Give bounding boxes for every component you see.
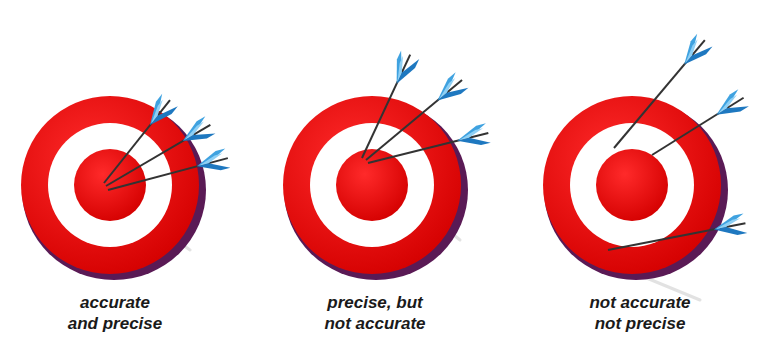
arrow — [360, 72, 469, 167]
arrow — [105, 148, 230, 199]
arrow — [366, 123, 491, 172]
caption: not accurate not precise — [588, 292, 692, 334]
arrow — [353, 50, 419, 162]
arrow — [647, 89, 749, 163]
arrow — [101, 116, 215, 194]
target — [283, 96, 468, 280]
arrow — [606, 213, 747, 259]
caption: precise, but not accurate — [323, 292, 427, 334]
arrow — [606, 34, 712, 155]
caption: accurate and precise — [67, 292, 164, 334]
